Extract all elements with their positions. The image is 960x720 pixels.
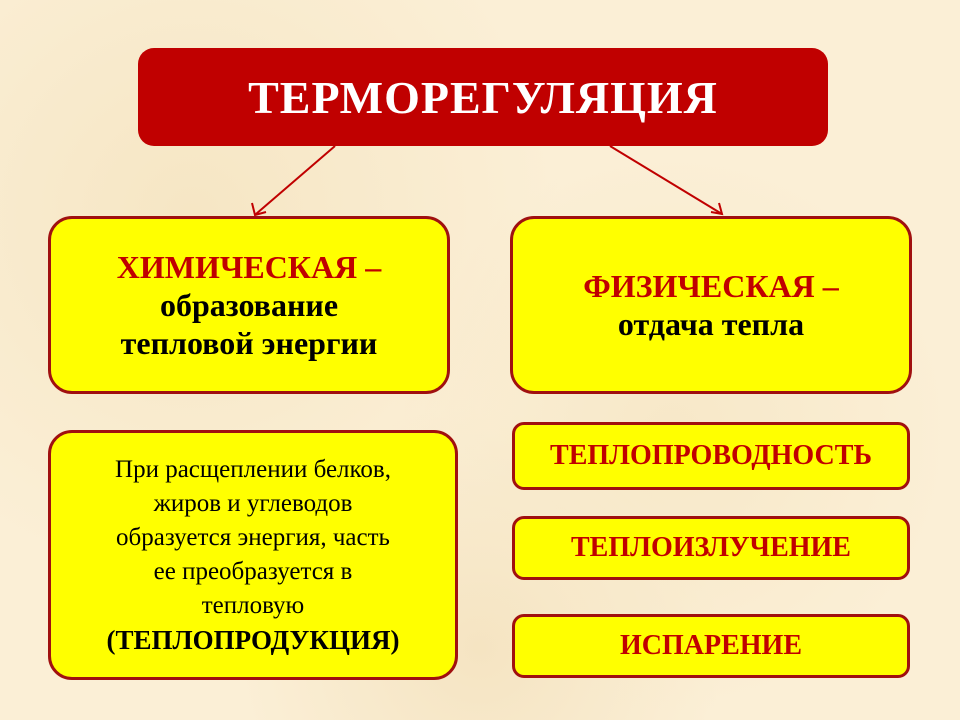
- chemical-box: ХИМИЧЕСКАЯ – образование тепловой энерги…: [48, 216, 450, 394]
- chemical-line1: образование: [159, 287, 339, 323]
- type-box-radiation: ТЕПЛОИЗЛУЧЕНИЕ: [512, 516, 910, 580]
- chemical-heading: ХИМИЧЕСКАЯ: [116, 249, 358, 285]
- chemical-line2: тепловой энергии: [120, 325, 378, 361]
- diagram-title: ТЕРМОРЕГУЛЯЦИЯ: [248, 71, 718, 123]
- physical-line1: отдача тепла: [617, 306, 805, 342]
- physical-box: ФИЗИЧЕСКАЯ – отдача тепла: [510, 216, 912, 394]
- detail-line: тепловую: [201, 592, 305, 619]
- type-box-evaporation: ИСПАРЕНИЕ: [512, 614, 910, 678]
- detail-line: жиров и углеводов: [153, 490, 353, 517]
- physical-heading: ФИЗИЧЕСКАЯ: [583, 268, 815, 304]
- thermoproduction-term: (ТЕПЛОПРОДУКЦИЯ): [106, 625, 400, 655]
- detail-line: образуется энергия, часть: [116, 524, 390, 551]
- type-box-conduction: ТЕПЛОПРОВОДНОСТЬ: [512, 422, 910, 490]
- detail-line: ее преобразуется в: [153, 558, 353, 585]
- chemical-detail-box: При расщеплении белков, жиров и углеводо…: [48, 430, 458, 680]
- title-box: ТЕРМОРЕГУЛЯЦИЯ: [138, 48, 828, 146]
- detail-line: При расщеплении белков,: [115, 456, 391, 483]
